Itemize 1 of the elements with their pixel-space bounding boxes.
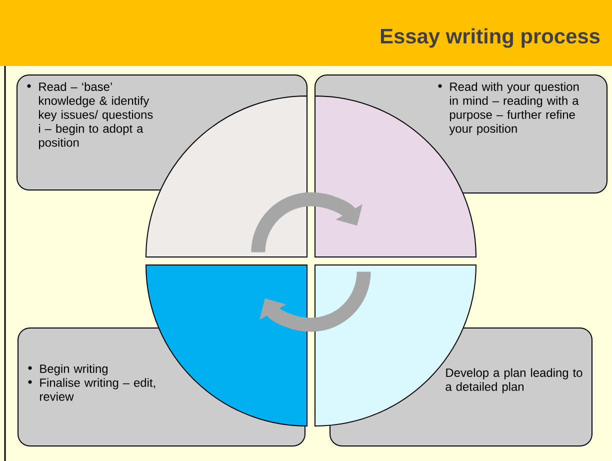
- title: Essay writing process: [380, 28, 600, 48]
